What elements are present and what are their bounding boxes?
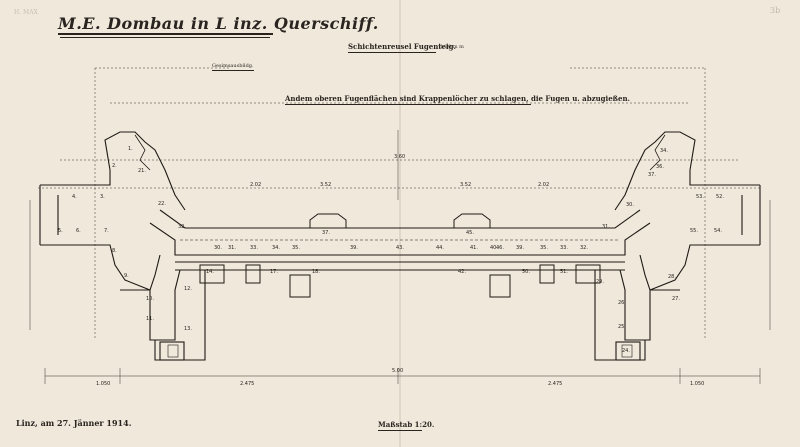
- pillars: [199, 213, 601, 298]
- label-left-43: 43.: [396, 245, 404, 251]
- subheading: Schichtenreusel Fugenteig.: [348, 42, 456, 51]
- label-left-34: 34.: [272, 245, 280, 251]
- dim-mid-left: 3.52: [320, 182, 331, 188]
- label-left-21: 21.: [138, 168, 146, 174]
- label-right-25: 25.: [618, 324, 626, 330]
- title-underline: [58, 33, 273, 35]
- note-label: Gesimsausbildg.: [212, 63, 254, 69]
- label-left-37: 37.: [322, 230, 330, 236]
- dim-top-span: 3.60: [394, 154, 405, 160]
- label-right-41: 41.: [470, 245, 478, 251]
- label-left-31: 31.: [228, 245, 236, 251]
- label-left-18: 18.: [312, 269, 320, 275]
- label-right-45: 45.: [466, 230, 474, 236]
- label-left-13: 13.: [184, 326, 192, 332]
- drawing-date: Linz, am 27. Jänner 1914.: [16, 418, 132, 428]
- label-left-32: 32.: [178, 224, 186, 230]
- dim-bottom-left: 2.475: [240, 381, 254, 387]
- label-right-29: 29.: [596, 279, 604, 285]
- label-left-5: 5.: [58, 228, 63, 234]
- dim-bottom-sub-right: 1.050: [690, 381, 704, 387]
- note-label-underline: [212, 70, 254, 71]
- title-underline-2: [60, 37, 270, 38]
- block-labels: 1. 2. 3. 4. 5. 6. 7. 8. 9. 10. 11. 12. 1…: [58, 146, 724, 354]
- label-left-35: 35.: [292, 245, 300, 251]
- dim-mid-right: 3.52: [460, 182, 471, 188]
- instruction-underline: [285, 104, 531, 105]
- page-number: 3b: [770, 6, 781, 15]
- label-right-34: 34.: [660, 148, 668, 154]
- label-left-6: 6.: [76, 228, 81, 234]
- label-right-33: 33.: [560, 245, 568, 251]
- label-left-2: 2.: [112, 163, 117, 169]
- drawing-title: M.E. Dombau in L inz. Querschiff.: [58, 14, 379, 33]
- scale-underline: [378, 430, 422, 431]
- label-right-40: 40.: [490, 245, 498, 251]
- label-left-4: 4.: [72, 194, 77, 200]
- label-left-10: 10.: [146, 296, 154, 302]
- label-left-44: 44.: [436, 245, 444, 251]
- label-left-39: 39.: [350, 245, 358, 251]
- label-left-30: 30.: [214, 245, 222, 251]
- dim-left-top: 2.02: [250, 182, 261, 188]
- label-right-50: 50.: [522, 269, 530, 275]
- label-left-22: 22.: [158, 201, 166, 207]
- label-left-33: 33.: [250, 245, 258, 251]
- right-wing-walls: [594, 131, 761, 361]
- drawing-scale: Maßstab 1:20.: [378, 420, 435, 429]
- reference-mark: H. MAX: [14, 9, 38, 16]
- nave-walls: [149, 209, 651, 271]
- label-right-46: 46.: [496, 245, 504, 251]
- label-right-28: 28.: [668, 274, 676, 280]
- label-right-39: 39.: [516, 245, 524, 251]
- subheading-underline: [348, 52, 436, 53]
- label-right-54: 54.: [714, 228, 722, 234]
- label-left-1: 1.: [128, 146, 133, 152]
- label-left-8: 8.: [112, 248, 117, 254]
- label-left-14: 14.: [206, 269, 214, 275]
- label-left-9: 9.: [124, 273, 129, 279]
- dimension-labels: 3.60 2.02 2.02 3.52 3.52 2.475 2.475 5.0…: [96, 154, 704, 387]
- label-right-36: 36.: [656, 164, 664, 170]
- label-right-32: 32.: [580, 245, 588, 251]
- label-left-3: 3.: [100, 194, 105, 200]
- label-right-52: 52.: [716, 194, 724, 200]
- label-left-11: 11.: [146, 316, 154, 322]
- label-left-17: 17.: [270, 269, 278, 275]
- label-right-35: 35.: [540, 245, 548, 251]
- label-right-42: 42.: [458, 269, 466, 275]
- dim-bottom-right: 2.475: [548, 381, 562, 387]
- left-wing-walls: [39, 131, 206, 361]
- dim-right-top: 2.02: [538, 182, 549, 188]
- label-left-12: 12.: [184, 286, 192, 292]
- paper-fold: [399, 0, 401, 447]
- label-right-53: 53.: [696, 194, 704, 200]
- dim-bottom-sub-left: 1.050: [96, 381, 110, 387]
- instruction-text: Andem oberen Fugenflächen sind Krappenlö…: [285, 94, 630, 103]
- dim-bottom-center: 5.00: [392, 368, 403, 374]
- label-right-51: 51.: [560, 269, 568, 275]
- label-left-7: 7.: [104, 228, 109, 234]
- subheading-scale: 1:20 m m: [440, 44, 464, 50]
- label-right-37: 37.: [648, 172, 656, 178]
- label-right-55: 55.: [690, 228, 698, 234]
- label-right-24: 24.: [622, 348, 630, 354]
- label-right-30: 30.: [626, 202, 634, 208]
- label-right-31: 31.: [602, 224, 610, 230]
- dimension-lines: [29, 67, 771, 384]
- label-right-26: 26.: [618, 300, 626, 306]
- label-right-27: 27.: [672, 296, 680, 302]
